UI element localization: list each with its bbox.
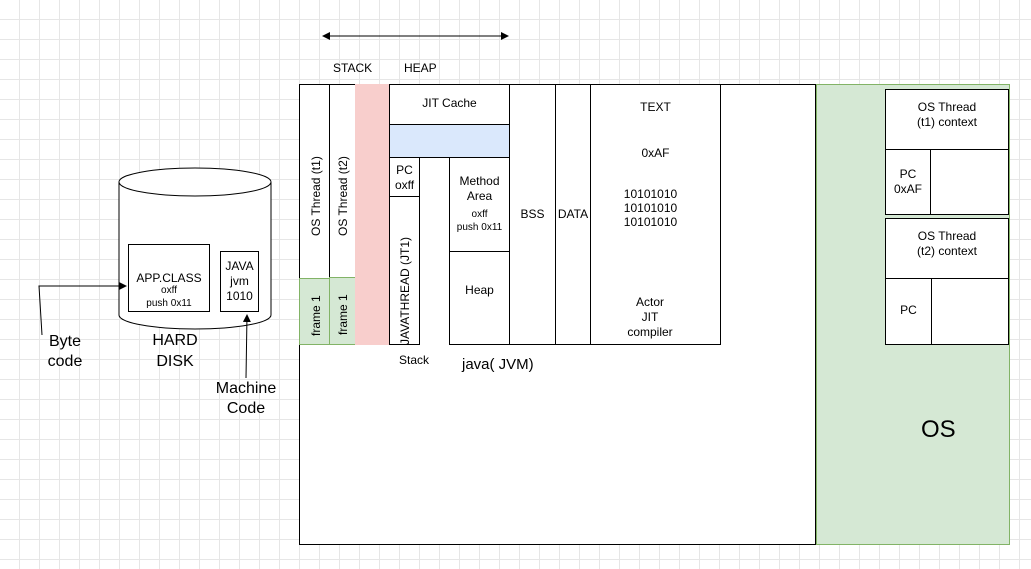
jvm-label: java( JVM) (462, 356, 534, 373)
app-class-box (128, 244, 210, 312)
method-area-label-2: Area (466, 189, 493, 203)
byte-code-label-2: code (47, 353, 83, 370)
os-thread-t1-context-box (885, 89, 1009, 150)
os-thread-t1-context-line1: OS Thread (917, 100, 977, 114)
byte-code-arrow (38, 282, 127, 336)
os-t1-pc-value: 0xAF (893, 182, 922, 196)
os-t1-regs-box (930, 149, 1009, 215)
method-area-box (449, 157, 510, 252)
pc-label: PC (396, 163, 413, 177)
os-t2-pc-label: PC (900, 303, 917, 317)
os-thread-t2-context-line2: (t2) context (916, 244, 978, 258)
app-class-push: push 0x11 (146, 298, 192, 309)
hard-disk-label-2: DISK (156, 353, 194, 370)
java-jvm-line2: jvm (230, 274, 249, 288)
method-area-oxff: oxff (471, 209, 488, 220)
os-t2-regs-box (931, 278, 1009, 345)
os-thread-t1-context-line2: (t1) context (916, 115, 978, 129)
heap-heading: HEAP (404, 61, 437, 75)
text-segment-label: TEXT (640, 100, 671, 114)
frame-1-t1 (299, 278, 330, 345)
byte-code-label-1: Byte (48, 333, 81, 350)
binary-line-1: 10101010 (623, 187, 678, 201)
os-t1-pc-box (885, 149, 931, 215)
text-segment-box (590, 84, 721, 345)
os-t2-pc-box (885, 278, 932, 345)
jit-cache-box (389, 84, 510, 125)
java-jvm-box (220, 251, 259, 312)
machine-code-arrow (242, 314, 251, 379)
os-label: OS (921, 416, 956, 443)
actor-jit-label: JIT (641, 310, 659, 324)
os-thread-t2-context-line1: OS Thread (917, 229, 977, 243)
os-thread-t1-label: OS Thread (t1) (309, 156, 323, 236)
machine-code-label-1: Machine (215, 380, 277, 397)
stack-heading: STACK (333, 61, 373, 75)
actor-label: Actor (635, 295, 664, 309)
machine-code-label-2: Code (226, 400, 266, 417)
frame-1-t2 (329, 277, 356, 345)
stack-small-label: Stack (399, 353, 430, 367)
os-t1-pc-label: PC (899, 167, 917, 181)
actor-compiler-label: compiler (627, 325, 673, 339)
data-box (555, 84, 591, 345)
binary-line-3: 10101010 (623, 215, 678, 229)
text-segment-addr: 0xAF (641, 146, 670, 160)
bss-label: BSS (520, 207, 545, 221)
heap-box (449, 251, 510, 345)
app-class-oxff: oxff (161, 285, 177, 296)
pc-value: oxff (394, 178, 415, 192)
method-area-push: push 0x11 (456, 222, 503, 233)
java-jvm-line1: JAVA (225, 259, 254, 273)
os-thread-t2-label: OS Thread (t2) (336, 156, 350, 236)
app-class-label: APP.CLASS (136, 271, 202, 285)
binary-line-2: 10101010 (623, 201, 678, 215)
method-area-label-1: Method (459, 174, 500, 188)
red-band (355, 84, 390, 345)
heap-box-label: Heap (465, 283, 494, 297)
data-label: DATA (557, 207, 589, 221)
frame-1-t2-label: frame 1 (336, 294, 350, 335)
jit-cache-label: JIT Cache (422, 96, 477, 110)
blue-band (389, 124, 510, 158)
pc-box (389, 157, 420, 197)
javathread-label: JAVATHREAD (JT1) (398, 236, 412, 345)
frame-1-t1-label: frame 1 (309, 295, 323, 336)
hard-disk-label-1: HARD (152, 332, 198, 349)
java-jvm-line3: 1010 (226, 289, 253, 303)
